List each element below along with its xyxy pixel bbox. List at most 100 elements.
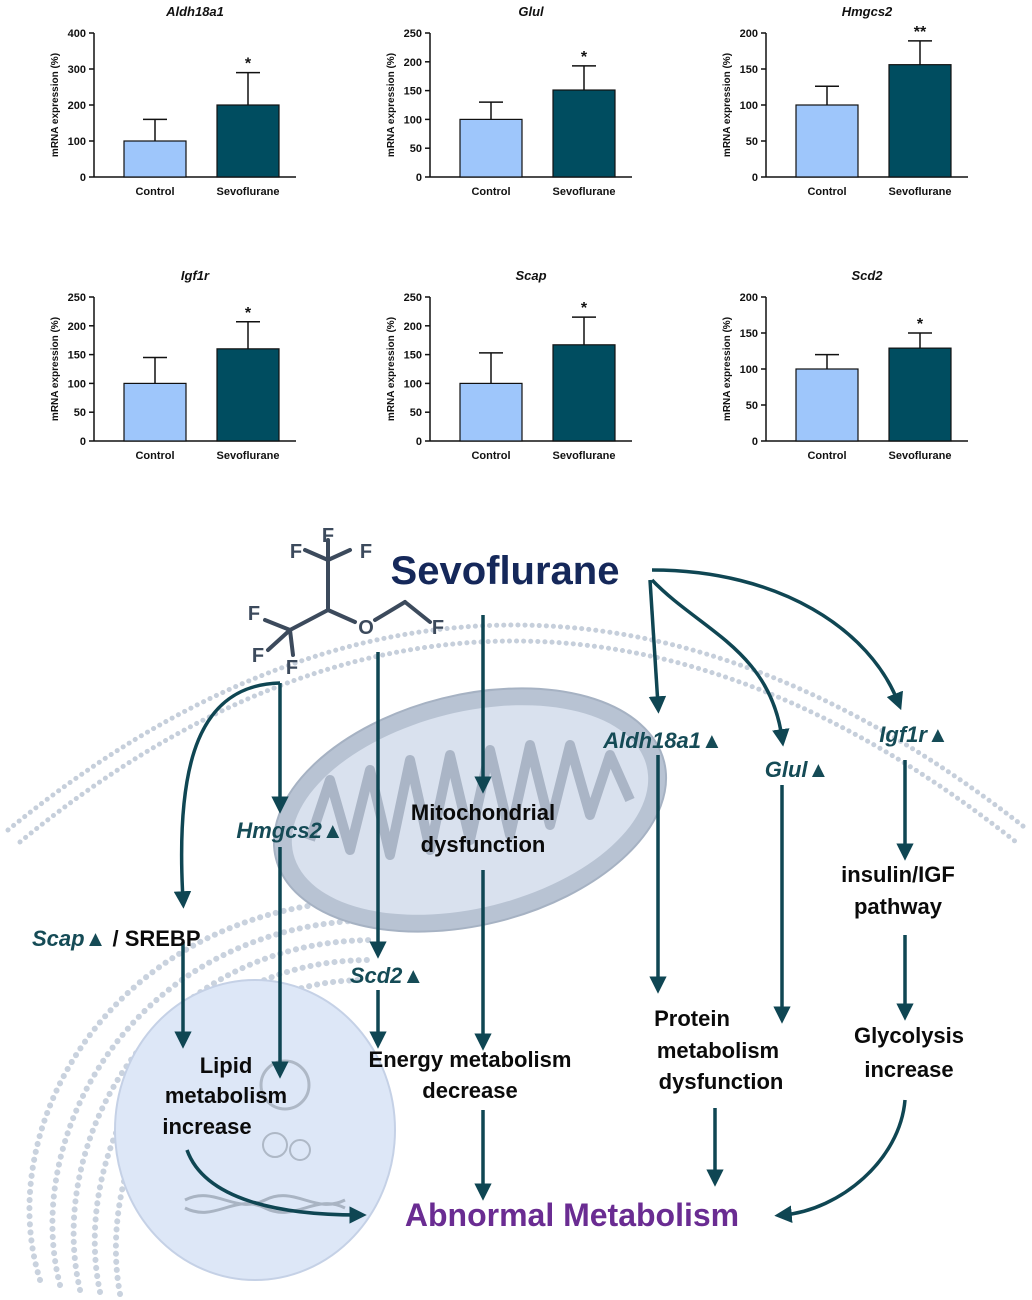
lipid-line-2: metabolism	[165, 1083, 287, 1108]
arrow-to-igf1r	[651, 568, 903, 711]
y-axis-label: mRNA expression (%)	[386, 53, 397, 157]
bar-sevoflurane	[216, 348, 280, 442]
bar-control	[459, 118, 523, 178]
bar-control	[795, 368, 859, 442]
gene-scd2: Scd2▲	[350, 963, 424, 988]
y-tick-label: 250	[68, 292, 86, 304]
y-tick-label: 50	[746, 136, 758, 148]
gene-glul: Glul▲	[765, 757, 830, 782]
significance-marker: *	[581, 300, 588, 317]
mito-line-2: dysfunction	[421, 832, 546, 857]
x-tick-label: Sevoflurane	[553, 450, 616, 462]
protein-line-2: metabolism	[657, 1038, 779, 1063]
lipid-label: Lipid metabolism increase	[162, 1053, 287, 1139]
chart-title: Hmgcs2	[842, 4, 893, 19]
y-tick-label: 50	[410, 407, 422, 419]
y-tick-label: 400	[68, 28, 86, 40]
protein-label: Protein metabolism dysfunction	[654, 1006, 783, 1094]
y-tick-label: 50	[746, 400, 758, 412]
y-tick-label: 50	[410, 143, 422, 155]
bar-sevoflurane	[888, 347, 952, 442]
insulin-label: insulin/IGF pathway	[841, 862, 955, 919]
significance-marker: *	[245, 305, 252, 322]
protein-line-1: Protein	[654, 1006, 730, 1031]
bar-sevoflurane	[888, 64, 952, 178]
chart-title: Scd2	[851, 268, 883, 283]
arrow-to-aldh	[648, 579, 667, 714]
gene-igf1r: Igf1r▲	[879, 722, 948, 747]
glycolysis-line-1: Glycolysis	[854, 1023, 964, 1048]
y-tick-label: 300	[68, 64, 86, 76]
pathway-arrows	[173, 568, 914, 1224]
pathway-diagram: F F F F F F O F	[5, 525, 1031, 1297]
bar-control	[459, 382, 523, 442]
x-tick-label: Sevoflurane	[889, 186, 952, 198]
atom-o: O	[358, 617, 374, 639]
bar-sevoflurane	[552, 344, 616, 442]
x-tick-label: Control	[807, 450, 846, 462]
x-tick-label: Sevoflurane	[553, 186, 616, 198]
mito-line-1: Mitochondrial	[411, 800, 555, 825]
srebp-label: / SREBP	[106, 926, 200, 951]
atom-f-3: F	[360, 541, 372, 563]
y-tick-label: 150	[68, 350, 86, 362]
insulin-line-1: insulin/IGF	[841, 862, 955, 887]
gene-hmgcs2: Hmgcs2▲	[236, 818, 343, 843]
y-tick-label: 150	[404, 350, 422, 362]
y-tick-label: 200	[404, 321, 422, 333]
y-tick-label: 250	[404, 28, 422, 40]
significance-marker: *	[917, 316, 924, 333]
arrow-to-glul	[650, 578, 790, 747]
y-tick-label: 0	[80, 172, 86, 184]
bar-sevoflurane	[216, 104, 280, 178]
lipid-line-1: Lipid	[200, 1053, 253, 1078]
y-tick-label: 0	[416, 172, 422, 184]
arrow-glycolysis-to-outcome	[774, 1099, 907, 1223]
x-tick-label: Sevoflurane	[217, 186, 280, 198]
atom-f-7: F	[432, 617, 444, 639]
x-tick-label: Control	[471, 450, 510, 462]
x-tick-label: Sevoflurane	[217, 450, 280, 462]
significance-marker: **	[914, 24, 927, 41]
mito-label: Mitochondrial dysfunction	[411, 800, 555, 857]
arrow-lipid-to-outcome	[185, 1149, 367, 1224]
y-tick-label: 100	[740, 364, 758, 376]
y-tick-label: 100	[740, 100, 758, 112]
insulin-line-2: pathway	[854, 894, 943, 919]
bar-sevoflurane	[552, 89, 616, 178]
atom-f-4: F	[248, 603, 260, 625]
gene-aldh18a1: Aldh18a1▲	[602, 728, 723, 753]
y-tick-label: 150	[740, 328, 758, 340]
y-tick-label: 100	[404, 378, 422, 390]
significance-marker: *	[245, 56, 252, 73]
gene-scap-line: Scap▲ / SREBP	[32, 926, 201, 951]
bar-control	[123, 382, 187, 442]
y-axis-label: mRNA expression (%)	[50, 53, 61, 157]
y-tick-label: 150	[740, 64, 758, 76]
atom-f-5: F	[252, 645, 264, 667]
x-tick-label: Control	[135, 450, 174, 462]
bar-control	[795, 104, 859, 178]
y-tick-label: 150	[404, 86, 422, 98]
y-axis-label: mRNA expression (%)	[722, 53, 733, 157]
y-tick-label: 200	[404, 57, 422, 69]
y-tick-label: 200	[68, 100, 86, 112]
bar-control	[123, 140, 187, 178]
y-axis-label: mRNA expression (%)	[386, 317, 397, 421]
atom-f-1: F	[290, 541, 302, 563]
outcome-label: Abnormal Metabolism	[405, 1197, 739, 1233]
chart-title: Igf1r	[181, 268, 210, 283]
nucleus	[114, 979, 396, 1281]
energy-line-1: Energy metabolism	[369, 1047, 572, 1072]
protein-line-3: dysfunction	[659, 1069, 784, 1094]
x-tick-label: Sevoflurane	[889, 450, 952, 462]
atom-f-2: F	[322, 525, 334, 547]
y-tick-label: 0	[752, 172, 758, 184]
energy-label: Energy metabolism decrease	[369, 1047, 572, 1103]
